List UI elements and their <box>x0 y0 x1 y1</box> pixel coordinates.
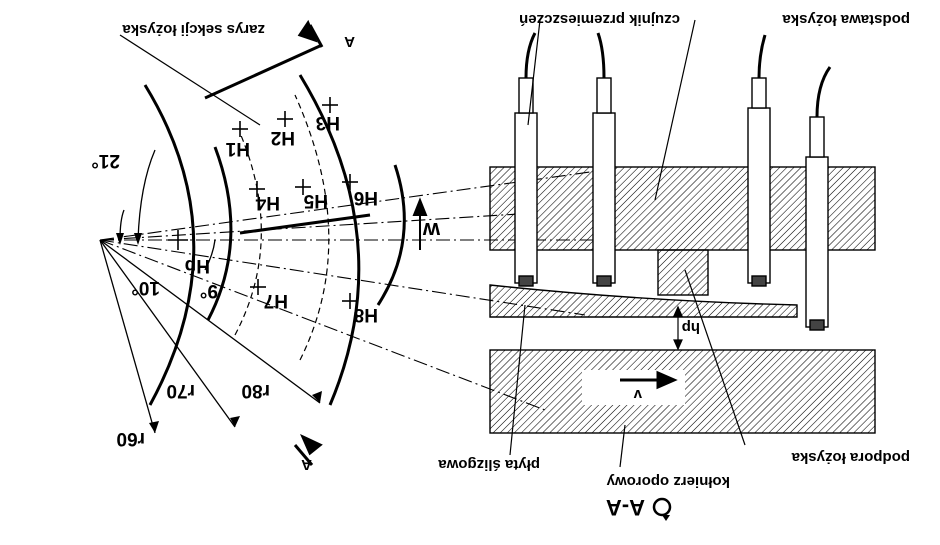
leader-podpora <box>684 269 746 446</box>
bearing-plan-view <box>99 19 595 466</box>
label-podpora: podpora łożyska <box>791 449 910 466</box>
leader-podstawa <box>654 19 696 201</box>
dim-arrowhead-r60 <box>149 421 159 433</box>
cross-h7 <box>250 279 266 295</box>
label-h6: H6 <box>354 187 378 208</box>
label-gap-hp: hp <box>682 319 700 336</box>
dim-arrowhead-r80 <box>312 391 322 403</box>
leader-czujnik <box>527 19 541 126</box>
label-section-title: A-A <box>606 495 645 520</box>
arc-r80 <box>294 94 330 361</box>
section-edge-bottom <box>204 43 323 100</box>
label-section-marker-top: A <box>344 33 355 50</box>
label-h8: H8 <box>354 304 378 325</box>
radial-line-up21 <box>99 239 546 411</box>
direction-w-arrow <box>412 197 428 250</box>
angle-arc-21 <box>137 149 156 241</box>
cross-h2 <box>277 111 293 127</box>
arc-outer <box>376 164 406 306</box>
sensor-2 <box>747 34 771 287</box>
dim-line-r70 <box>99 239 236 428</box>
velocity-arrow <box>620 370 678 390</box>
label-h5: H5 <box>303 190 328 211</box>
label-h4: H4 <box>255 192 280 213</box>
arc-r60 <box>206 146 233 321</box>
cross-hp <box>168 230 188 250</box>
arc-inner-long <box>298 74 361 406</box>
label-r80: r80 <box>241 380 270 401</box>
label-r70: r70 <box>166 380 195 401</box>
angle-arc-9 <box>204 239 216 271</box>
leader-zarys <box>119 34 261 126</box>
cross-h4 <box>249 181 265 197</box>
angle-arrowhead-21 <box>134 233 142 245</box>
label-angle-10: 10° <box>131 277 160 298</box>
label-angle-21: 21° <box>91 150 120 171</box>
rotation-arrow-icon <box>652 497 672 521</box>
label-angle-9: 9° <box>200 280 218 301</box>
leader-plyta <box>509 304 526 456</box>
label-kolnierz: kołnierz oporowy <box>606 473 730 490</box>
section-marker-bottom <box>293 433 323 466</box>
label-czujnik: czujnik przemieszczeń <box>519 11 680 28</box>
cross-h6 <box>342 174 358 190</box>
arc-outer-long <box>143 84 196 406</box>
label-section-marker-bottom: A <box>301 456 312 473</box>
sliding-plate <box>489 284 798 318</box>
label-h1: H1 <box>225 138 250 159</box>
label-velocity: v <box>633 386 642 403</box>
label-hp: Hp <box>185 255 210 276</box>
section-view <box>489 19 876 521</box>
label-podstawa: podstawa łożyska <box>782 11 910 28</box>
bearing-support <box>657 249 709 296</box>
cross-h3 <box>322 97 338 113</box>
arc-r70 <box>234 132 262 336</box>
label-h3: H3 <box>316 112 340 133</box>
sensor-1 <box>805 66 832 331</box>
sensor-4 <box>514 32 538 287</box>
dim-line-r80 <box>99 239 321 404</box>
label-zarys-sekcji: zarys sekcji łożyska <box>122 21 265 38</box>
label-h2: H2 <box>271 127 295 148</box>
velocity-window <box>582 370 685 405</box>
cross-h1 <box>232 121 248 137</box>
angle-arrowhead-10 <box>116 233 124 245</box>
section-marker-top <box>297 19 324 48</box>
label-h7: H7 <box>264 290 288 311</box>
label-direction-w: w <box>422 218 441 243</box>
text-layer: zarys sekcji łożyska czujnik przemieszcz… <box>91 11 910 520</box>
leader-kolnierz <box>619 424 626 468</box>
dim-line-r60 <box>99 239 156 434</box>
cross-h5 <box>295 179 311 195</box>
radial-line-h4 <box>99 212 536 241</box>
label-plyta: płyta ślizgowa <box>438 456 540 473</box>
section-edge-top <box>239 213 371 235</box>
cross-h8 <box>342 293 358 309</box>
dim-arrowhead-r70 <box>230 416 240 427</box>
rotated-drawing: zarys sekcji łożyska czujnik przemieszcz… <box>91 11 910 521</box>
label-r60: r60 <box>116 428 145 449</box>
sensor-3 <box>592 32 616 287</box>
